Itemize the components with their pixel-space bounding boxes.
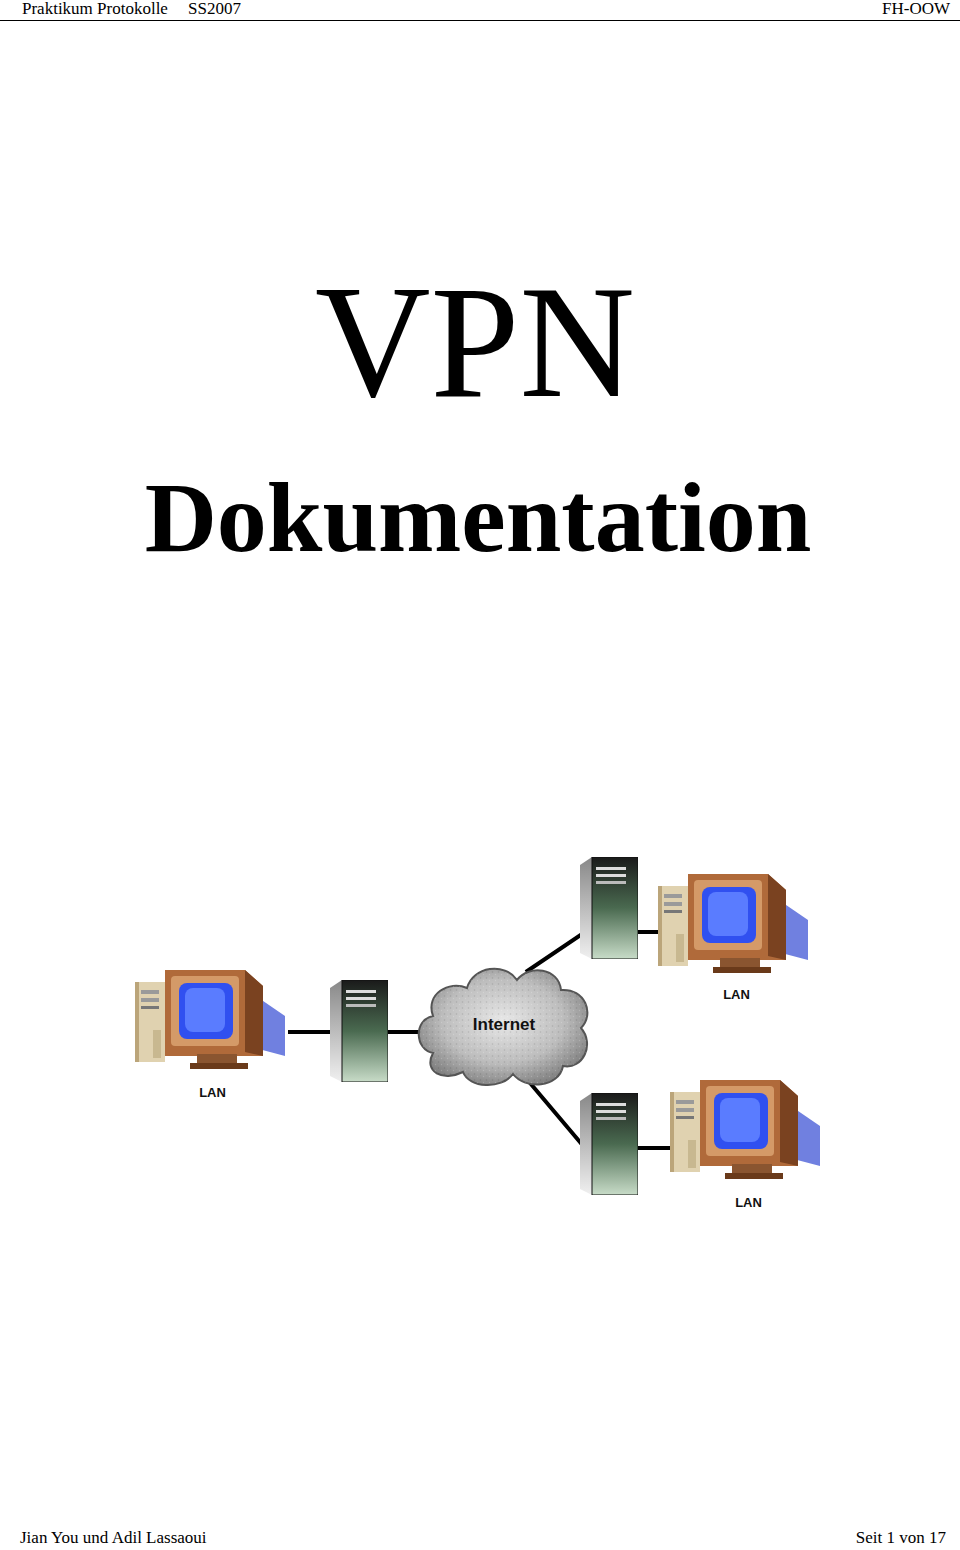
cloud-label: Internet	[413, 1015, 595, 1035]
server-icon	[330, 980, 388, 1082]
lan-label: LAN	[658, 987, 815, 1002]
computer-icon	[658, 872, 808, 977]
header-text: Praktikum Protokolle	[22, 0, 168, 19]
lan-computer: LAN	[658, 872, 815, 1002]
server-icon	[580, 857, 638, 959]
computer-icon	[135, 968, 285, 1073]
footer-text: Seit 1 von 17	[856, 1528, 946, 1548]
title: VPN	[0, 262, 960, 422]
header-text: FH-OOW	[882, 0, 950, 19]
subtitle: Dokumentation	[0, 460, 960, 575]
cloud-node: Internet	[413, 958, 595, 1092]
computer-icon	[670, 1078, 820, 1183]
header-text: SS2007	[188, 0, 241, 19]
lan-computer: LAN	[670, 1078, 827, 1210]
server-icon	[580, 1093, 638, 1195]
footer-text: Jian You und Adil Lassaoui	[20, 1528, 207, 1548]
lan-computer: LAN	[135, 968, 290, 1100]
lan-label: LAN	[670, 1195, 827, 1210]
lan-label: LAN	[135, 1085, 290, 1100]
